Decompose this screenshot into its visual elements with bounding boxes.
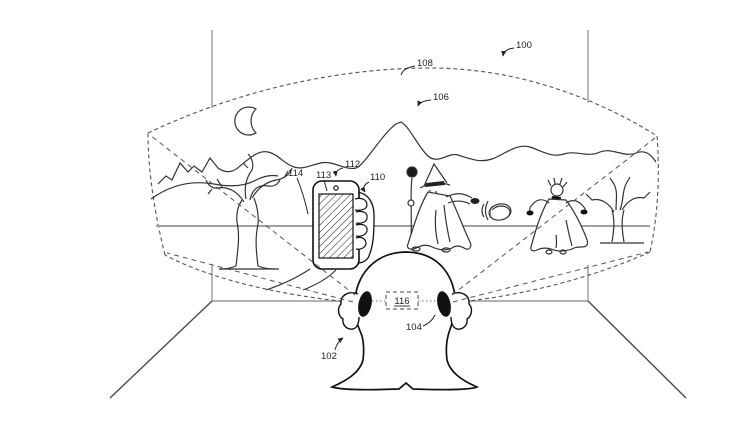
wizard-arm-extended <box>445 193 473 205</box>
ref-label-102: 102 <box>321 351 337 362</box>
right-ear <box>450 292 473 330</box>
panel-right-edge <box>649 135 659 253</box>
leader-110 <box>360 181 370 193</box>
label-116-box <box>385 291 419 310</box>
ref-label-106: 106 <box>433 92 449 103</box>
panel-top-edge <box>147 67 658 137</box>
ref-label-100: 100 <box>516 40 532 51</box>
robe-folds <box>434 204 451 245</box>
left-earpiece <box>358 291 372 317</box>
virtual-scene-content <box>150 106 657 270</box>
wizard-robe <box>406 191 472 251</box>
gripping-fingers <box>354 197 368 250</box>
ref-label-104: 104 <box>406 322 422 333</box>
right-tree <box>585 176 651 244</box>
leader-106 <box>417 99 432 107</box>
right-earpiece <box>437 291 451 317</box>
wizard-hand <box>470 198 480 204</box>
ref-label-116: 116 <box>394 296 409 307</box>
mountain-range <box>157 121 657 185</box>
moon-icon <box>234 106 257 136</box>
label-116-callout: 116 <box>372 291 438 310</box>
floor-corner-lines <box>109 300 687 399</box>
floor-edge-right <box>587 300 687 399</box>
fireball <box>481 200 512 221</box>
wizard2-left-hand <box>526 210 534 216</box>
wizard2-robe <box>530 198 589 252</box>
phone-screen <box>318 193 354 259</box>
ref-label-112: 112 <box>345 159 360 170</box>
ref-label-110: 110 <box>370 172 385 183</box>
left-tree <box>205 153 293 270</box>
floor-edge-left <box>109 300 213 399</box>
leader-104 <box>422 314 436 327</box>
fireball-shadow <box>490 205 492 219</box>
staff-hand <box>407 199 415 207</box>
wizard-bearded <box>526 177 589 255</box>
wizard2-hair <box>547 177 568 188</box>
user-head <box>329 251 480 391</box>
leader-112 <box>332 167 344 177</box>
leader-114 <box>296 177 309 215</box>
leader-lines <box>296 47 515 351</box>
wizard2-right-hand <box>580 209 588 215</box>
leader-102 <box>334 337 344 351</box>
foothill-ridge <box>150 174 279 200</box>
leader-108 <box>400 65 416 76</box>
leader-113 <box>323 179 328 192</box>
ref-label-113: 113 <box>316 170 331 181</box>
phone-camera-icon <box>333 185 339 191</box>
wizard-hat-band <box>425 181 445 187</box>
ref-label-108: 108 <box>417 58 433 69</box>
panel-left-edge <box>147 132 166 256</box>
wizard-hat <box>423 162 448 187</box>
left-ear <box>337 292 360 330</box>
wizard2-left-arm <box>529 199 550 213</box>
sight-lines <box>149 134 656 303</box>
wizard2-head <box>550 183 564 197</box>
user-arm-lines <box>265 268 337 291</box>
handheld-device <box>312 180 375 270</box>
reference-labels: 100 108 106 114 113 112 110 104 102 <box>288 40 532 362</box>
ref-label-114: 114 <box>288 168 303 179</box>
staff-orb <box>406 166 418 178</box>
leader-100 <box>501 47 515 57</box>
wizard-casting <box>406 162 480 253</box>
fireball-motion-lines <box>481 200 489 221</box>
